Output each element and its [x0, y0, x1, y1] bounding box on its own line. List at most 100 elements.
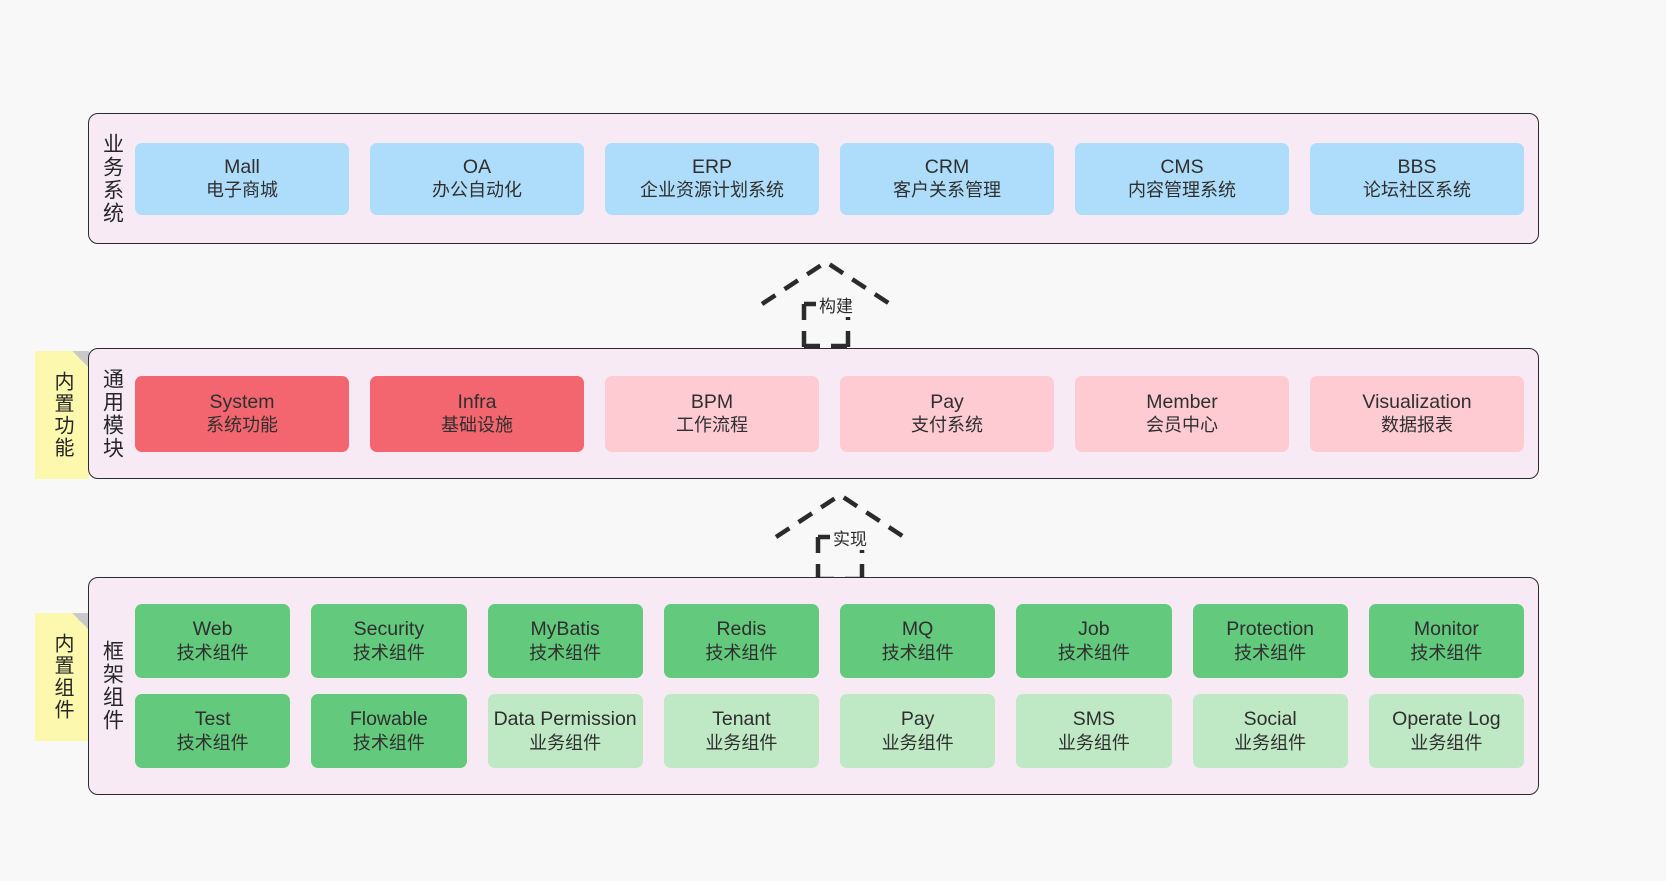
card-visualization-cn: 数据报表: [1381, 415, 1453, 436]
card-web-cn: 技术组件: [176, 642, 249, 663]
arrow-build: 构建: [756, 256, 926, 349]
card-mall[interactable]: Mall 电子商城: [135, 142, 349, 215]
card-security-en: Security: [353, 618, 425, 641]
layer-business-systems-row: Mall 电子商城 OA 办公自动化 ERP 企业资源计划系统 CRM 客户关系…: [135, 142, 1524, 215]
card-test-en: Test: [194, 708, 231, 731]
card-security-cn: 技术组件: [352, 642, 425, 663]
layer-business-systems-body: Mall 电子商城 OA 办公自动化 ERP 企业资源计划系统 CRM 客户关系…: [135, 114, 1538, 243]
card-tenant-cn: 业务组件: [705, 732, 778, 753]
card-oa-en: OA: [462, 155, 492, 178]
card-job[interactable]: Job 技术组件: [1016, 604, 1172, 678]
card-system[interactable]: System 系统功能: [135, 375, 349, 452]
card-operate-log[interactable]: Operate Log 业务组件: [1368, 694, 1524, 768]
layer-common-modules-caption: 通用模块: [100, 367, 124, 460]
card-mybatis-en: MyBatis: [530, 618, 600, 641]
card-flowable-en: Flowable: [349, 708, 428, 731]
card-crm-cn: 客户关系管理: [893, 180, 1001, 201]
card-mybatis[interactable]: MyBatis 技术组件: [487, 604, 643, 678]
card-tenant-en: Tenant: [712, 708, 771, 731]
card-data-permission-en: Data Permission: [493, 708, 637, 731]
card-web-en: Web: [192, 618, 233, 641]
card-cms-cn: 内容管理系统: [1128, 180, 1236, 201]
card-member-cn: 会员中心: [1146, 415, 1218, 436]
card-bpm-en: BPM: [690, 390, 734, 413]
card-protection-cn: 技术组件: [1234, 642, 1307, 663]
card-bpm-cn: 工作流程: [676, 415, 748, 436]
card-redis-cn: 技术组件: [705, 642, 778, 663]
card-mq[interactable]: MQ 技术组件: [840, 604, 996, 678]
card-sms[interactable]: SMS 业务组件: [1016, 694, 1172, 768]
card-oa-cn: 办公自动化: [432, 180, 522, 201]
layer-common-modules-row: System 系统功能 Infra 基础设施 BPM 工作流程 Pay 支付系统…: [135, 375, 1524, 452]
card-protection[interactable]: Protection 技术组件: [1192, 604, 1348, 678]
card-visualization[interactable]: Visualization 数据报表: [1310, 375, 1524, 452]
card-system-en: System: [209, 390, 275, 413]
arrow-implement: 实现: [770, 489, 940, 582]
layer-business-systems: 业务系统 Mall 电子商城 OA 办公自动化 ERP 企业资源计划系统 CRM…: [88, 113, 1539, 244]
card-erp[interactable]: ERP 企业资源计划系统: [605, 142, 819, 215]
card-web[interactable]: Web 技术组件: [135, 604, 291, 678]
arrow-implement-label: 实现: [830, 525, 870, 550]
card-protection-en: Protection: [1226, 618, 1315, 641]
card-job-en: Job: [1078, 618, 1110, 641]
card-crm[interactable]: CRM 客户关系管理: [840, 142, 1054, 215]
layer-framework-components-row-1: Web 技术组件 Security 技术组件 MyBatis 技术组件 Redi…: [135, 604, 1524, 678]
card-sms-cn: 业务组件: [1057, 732, 1130, 753]
card-pay-module[interactable]: Pay 支付系统: [840, 375, 1054, 452]
layer-framework-components-row-2: Test 技术组件 Flowable 技术组件 Data Permission …: [135, 694, 1524, 768]
note-builtin-features: 内置功能: [35, 351, 89, 479]
card-pay-component-cn: 业务组件: [881, 732, 954, 753]
card-operate-log-cn: 业务组件: [1410, 732, 1483, 753]
card-cms[interactable]: CMS 内容管理系统: [1075, 142, 1289, 215]
card-tenant[interactable]: Tenant 业务组件: [663, 694, 819, 768]
arrow-build-label: 构建: [816, 292, 856, 317]
card-bbs-cn: 论坛社区系统: [1363, 180, 1471, 201]
card-monitor[interactable]: Monitor 技术组件: [1368, 604, 1524, 678]
card-test[interactable]: Test 技术组件: [135, 694, 291, 768]
card-mq-cn: 技术组件: [881, 642, 954, 663]
card-data-permission-cn: 业务组件: [529, 732, 602, 753]
card-monitor-cn: 技术组件: [1410, 642, 1483, 663]
card-oa[interactable]: OA 办公自动化: [370, 142, 584, 215]
card-social[interactable]: Social 业务组件: [1192, 694, 1348, 768]
card-infra[interactable]: Infra 基础设施: [370, 375, 584, 452]
card-data-permission[interactable]: Data Permission 业务组件: [487, 694, 643, 768]
note-builtin-features-label: 内置功能: [51, 371, 73, 459]
card-redis-en: Redis: [716, 618, 767, 641]
card-mq-en: MQ: [901, 618, 934, 641]
card-flowable-cn: 技术组件: [352, 732, 425, 753]
layer-business-systems-caption: 业务系统: [100, 132, 124, 225]
layer-framework-components: 框架组件 Web 技术组件 Security 技术组件 MyBatis 技术组件…: [88, 577, 1539, 795]
card-mall-en: Mall: [224, 155, 260, 178]
note-fold-corner-icon: [72, 613, 89, 630]
card-security[interactable]: Security 技术组件: [311, 604, 467, 678]
card-cms-en: CMS: [1160, 155, 1204, 178]
card-job-cn: 技术组件: [1057, 642, 1130, 663]
card-system-cn: 系统功能: [206, 415, 278, 436]
note-fold-corner-icon: [72, 351, 89, 368]
card-flowable[interactable]: Flowable 技术组件: [311, 694, 467, 768]
layer-framework-components-caption: 框架组件: [100, 640, 124, 732]
card-erp-cn: 企业资源计划系统: [640, 180, 784, 201]
layer-common-modules-body: System 系统功能 Infra 基础设施 BPM 工作流程 Pay 支付系统…: [135, 349, 1538, 478]
card-bbs[interactable]: BBS 论坛社区系统: [1310, 142, 1524, 215]
card-pay-component[interactable]: Pay 业务组件: [840, 694, 996, 768]
card-redis[interactable]: Redis 技术组件: [663, 604, 819, 678]
card-sms-en: SMS: [1072, 708, 1115, 731]
card-bpm[interactable]: BPM 工作流程: [605, 375, 819, 452]
card-crm-en: CRM: [924, 155, 970, 178]
card-erp-en: ERP: [691, 155, 733, 178]
card-social-en: Social: [1243, 708, 1297, 731]
card-monitor-en: Monitor: [1413, 618, 1479, 641]
card-member[interactable]: Member 会员中心: [1075, 375, 1289, 452]
card-test-cn: 技术组件: [176, 732, 249, 753]
card-pay-module-en: Pay: [930, 390, 964, 413]
note-builtin-components-label: 内置组件: [51, 633, 73, 721]
card-operate-log-en: Operate Log: [1392, 708, 1501, 731]
card-pay-module-cn: 支付系统: [911, 415, 983, 436]
card-infra-cn: 基础设施: [441, 415, 513, 436]
card-mall-cn: 电子商城: [206, 180, 278, 201]
note-builtin-components: 内置组件: [35, 613, 89, 741]
card-infra-en: Infra: [457, 390, 497, 413]
